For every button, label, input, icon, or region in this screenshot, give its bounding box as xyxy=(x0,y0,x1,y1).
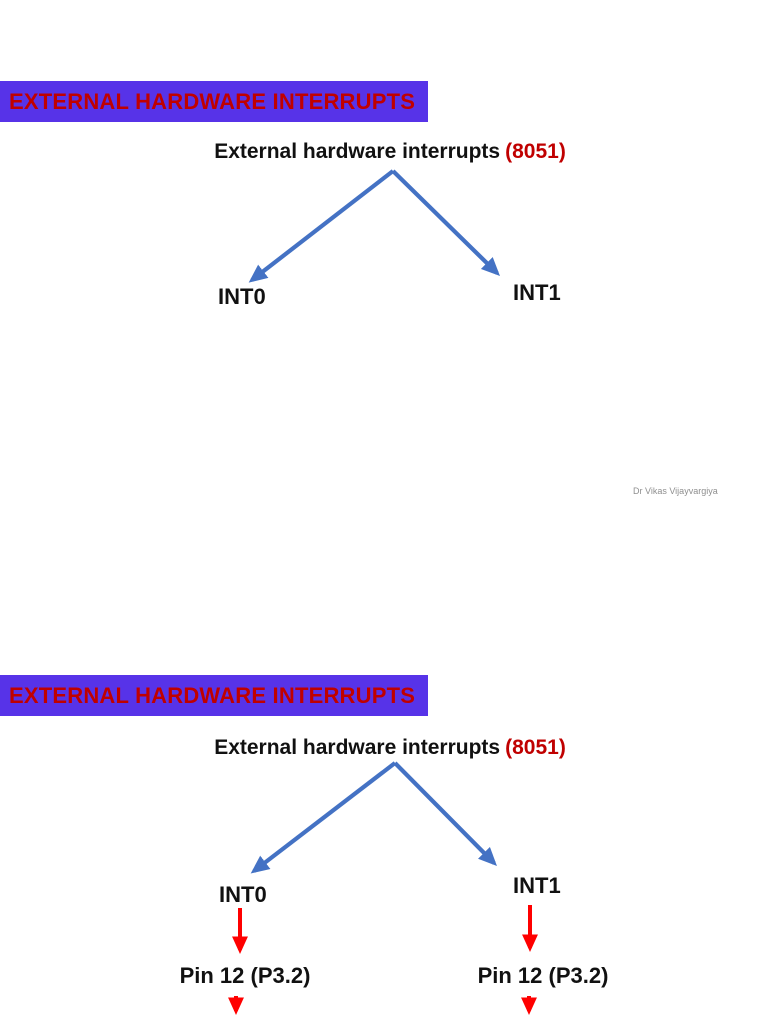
slide2-node-int0: INT0 xyxy=(219,882,267,907)
slide1-title: EXTERNAL HARDWARE INTERRUPTS xyxy=(9,88,416,114)
author-credit: Dr Vikas Vijayvargiya xyxy=(633,486,718,496)
slide2-heading-highlight: (8051) xyxy=(505,736,566,759)
slide1-title-banner: EXTERNAL HARDWARE INTERRUPTS xyxy=(0,81,428,122)
slide2-pin-label-left: Pin 12 (P3.2) xyxy=(179,963,311,988)
slide2-branch-arrow-left xyxy=(250,761,397,874)
slide1-heading-highlight: (8051) xyxy=(505,140,566,163)
slide1-branch-arrow-right xyxy=(391,169,500,276)
slide2-heading-text: External hardware interrupts xyxy=(214,736,501,759)
slide1-diagram-heading: External hardware interrupts(8051) xyxy=(12,140,768,164)
slide2-node-int1: INT1 xyxy=(513,873,561,898)
slide2-branch-arrow-right xyxy=(393,761,497,866)
slide2-title-banner: EXTERNAL HARDWARE INTERRUPTS xyxy=(0,675,428,716)
slide1-node-int0: INT0 xyxy=(218,284,266,309)
slide2-diagram-heading: External hardware interrupts(8051) xyxy=(12,736,768,760)
slide2-title: EXTERNAL HARDWARE INTERRUPTS xyxy=(9,682,416,708)
slide1-node-int1: INT1 xyxy=(513,280,561,305)
slide2-pin-label-right: Pin 12 (P3.2) xyxy=(477,963,609,988)
slide1-heading-text: External hardware interrupts xyxy=(214,140,501,163)
slide1-branch-arrow-left xyxy=(248,169,395,283)
